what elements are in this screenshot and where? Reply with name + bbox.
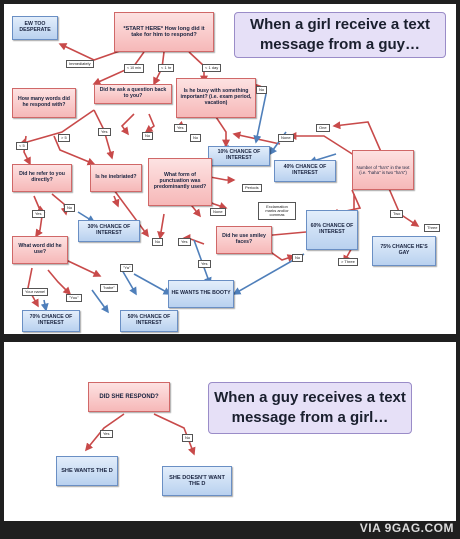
node-50-percent: 50% CHANCE OF INTEREST xyxy=(120,310,178,332)
node-she-doesnt-want-the-d: SHE DOESN'T WANT THE D xyxy=(162,466,232,496)
label-yes-inebriated: Yes xyxy=(178,238,191,246)
node-70-percent: 70% CHANCE OF INTEREST xyxy=(22,310,80,332)
label-none-ha: None xyxy=(278,134,294,142)
label-you: "You" xyxy=(66,294,82,302)
label-yes-ask: Yes xyxy=(98,128,111,136)
node-how-many-words: How many words did he respond with? xyxy=(12,88,76,118)
label-immediately: Immediately xyxy=(66,60,94,68)
label-no-respond: No xyxy=(182,434,194,442)
node-30-percent: 30% CHANCE OF INTEREST xyxy=(78,220,140,242)
top-flowchart-panel: EW TOO DESPERATE *START HERE* How long d… xyxy=(4,4,456,334)
label-no-ask: No xyxy=(142,132,154,140)
label-lt-1-hr: < 1 hr xyxy=(158,64,175,72)
label-yes-smiley: Yes xyxy=(198,260,211,268)
node-75-percent-gay: 75% CHANCE HE'S GAY xyxy=(372,236,436,266)
label-three: Three xyxy=(424,224,441,232)
label-no-smiley: No xyxy=(292,254,304,262)
node-60-percent: 60% CHANCE OF INTEREST xyxy=(306,210,358,250)
node-refer-directly: Did he refer to you directly? xyxy=(12,164,72,192)
bottom-title: When a guy receives a text message from … xyxy=(208,382,412,434)
label-no-refer: No xyxy=(64,204,76,212)
node-number-of-has: Number of "ha's" in the text (i.e. "haha… xyxy=(352,150,414,190)
label-ya: "Ya" xyxy=(120,264,134,272)
label-yes-busy: Yes xyxy=(174,124,187,132)
label-yes-refer: Yes xyxy=(32,210,45,218)
node-10-percent: 10% CHANCE OF INTEREST xyxy=(208,146,270,166)
label-lt-5: < 5 xyxy=(16,142,28,150)
node-ew-too-desperate: EW TOO DESPERATE xyxy=(12,16,58,40)
node-smiley-faces: Did he use smiley faces? xyxy=(216,226,272,254)
label-lt-1-day: < 1 day xyxy=(202,64,222,72)
bottom-connectors xyxy=(84,413,196,456)
node-wants-the-booty: HE WANTS THE BOOTY xyxy=(168,280,234,308)
node-did-she-respond: DID SHE RESPOND? xyxy=(88,382,170,412)
label-your-name: Your name! xyxy=(22,288,49,296)
node-inebriated: Is he inebriated? xyxy=(90,164,142,192)
node-punctuation: What form of punctuation was predominant… xyxy=(148,158,212,206)
label-no-busy-2: No xyxy=(190,134,202,142)
label-lt-10-min: < 10 min xyxy=(124,64,144,73)
label-exclamation: Exclamation marks and/or commas xyxy=(258,202,296,220)
watermark: VIA 9GAG.COM xyxy=(359,521,454,535)
bottom-flowchart-panel: DID SHE RESPOND? When a guy receives a t… xyxy=(4,342,456,521)
node-ask-question-back: Did he ask a question back to you? xyxy=(94,84,172,104)
label-gt-5: > 5 xyxy=(58,134,70,142)
node-she-wants-the-d: SHE WANTS THE D xyxy=(56,456,118,486)
label-two: Two xyxy=(390,210,404,218)
label-no-inebriated: No xyxy=(152,238,164,246)
node-start: *START HERE* How long did it take for hi… xyxy=(114,12,214,52)
label-no-busy: No xyxy=(256,86,268,94)
label-periods: Periods xyxy=(242,184,262,192)
label-gt-three: > Three xyxy=(338,258,358,266)
node-busy-important: Is he busy with something important? (i.… xyxy=(176,78,256,118)
label-none-punct: None xyxy=(210,208,226,216)
top-title: When a girl receive a text message from … xyxy=(234,12,446,58)
label-babe: "babe" xyxy=(100,284,118,292)
label-one: One xyxy=(316,124,330,132)
node-what-word: What word did he use? xyxy=(12,236,68,264)
label-yes-respond: Yes xyxy=(100,430,113,438)
node-40-percent: 40% CHANCE OF INTEREST xyxy=(274,160,336,182)
